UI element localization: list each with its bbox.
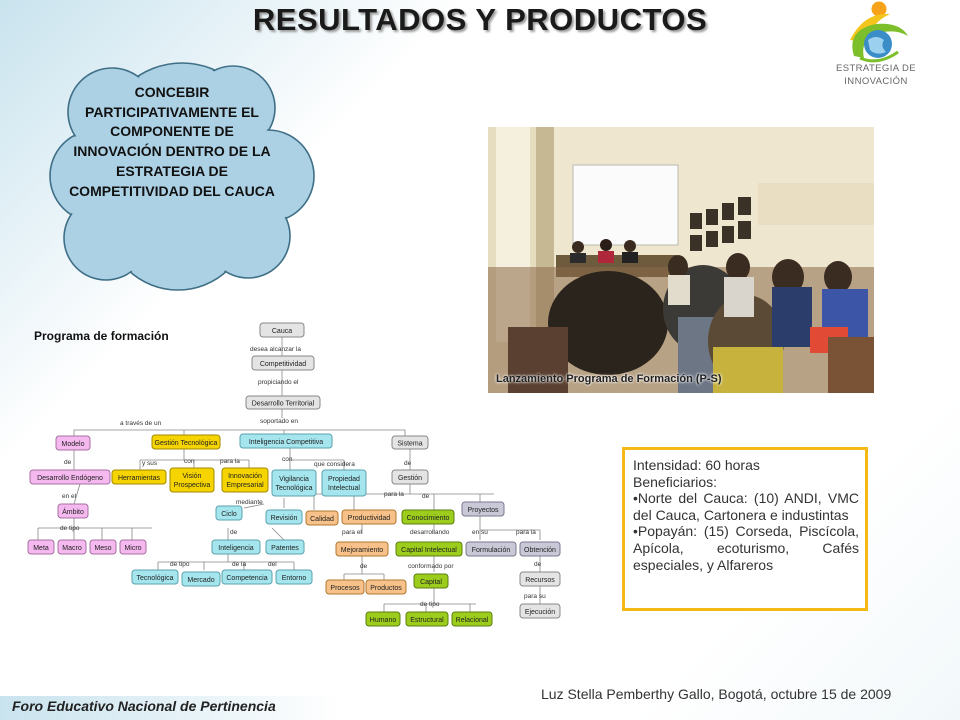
link-soportado: soportado en bbox=[260, 418, 298, 425]
node-micro: Micro bbox=[124, 545, 141, 552]
node-vision-prospectiva-2: Prospectiva bbox=[174, 482, 211, 489]
logo-caption-line1: ESTRATEGIA DE bbox=[836, 63, 916, 74]
link-enel: en el bbox=[62, 493, 77, 500]
concept-map: Cauca Competitividad Desarrollo Territor… bbox=[27, 322, 561, 627]
node-propiedad-intelectual-1: Propiedad bbox=[328, 476, 360, 483]
link-de-5: de bbox=[360, 563, 368, 570]
info-beneficiaries-label: Beneficiarios: bbox=[633, 473, 718, 490]
node-desarrollo-endogeno: Desarrollo Endógeno bbox=[37, 475, 103, 482]
node-proyectos: Proyectos bbox=[467, 507, 499, 514]
link-paralas: para la bbox=[220, 458, 240, 465]
link-detipo-2: de tipo bbox=[170, 561, 190, 568]
node-modelo: Modelo bbox=[62, 441, 85, 448]
node-calidad: Calidad bbox=[310, 516, 334, 523]
node-productos: Productos bbox=[370, 585, 402, 592]
node-desarrollo-territorial: Desarrollo Territorial bbox=[252, 401, 315, 408]
event-photo-illustration bbox=[488, 127, 874, 393]
node-procesos: Procesos bbox=[330, 585, 360, 592]
link-desea: desea alcanzar la bbox=[250, 346, 301, 353]
node-vigilancia-tecnologica-2: Tecnológica bbox=[276, 485, 313, 492]
link-con-2: con bbox=[282, 456, 293, 463]
node-vigilancia-tecnologica-1: Vigilancia bbox=[279, 476, 309, 483]
logo-caption-line2: INNOVACIÓN bbox=[844, 76, 908, 87]
node-obtencion: Obtención bbox=[524, 547, 556, 554]
node-innovacion-empresarial-2: Empresarial bbox=[226, 482, 264, 489]
node-tecnologica: Tecnológica bbox=[137, 575, 174, 582]
node-competencia: Competencia bbox=[226, 575, 267, 582]
node-ambito: Ámbito bbox=[62, 507, 84, 516]
node-innovacion-empresarial-1: Innovación bbox=[228, 473, 262, 480]
link-de-2: de bbox=[404, 460, 412, 467]
link-desarrollando: desarrollando bbox=[410, 529, 450, 536]
concept-map-nodes: Cauca Competitividad Desarrollo Territor… bbox=[27, 322, 561, 627]
program-info-box: Intensidad: 60 horas Beneficiarios: •Nor… bbox=[622, 447, 868, 611]
info-bullet-popayan: •Popayán: (15) Corseda, Piscícola, Apíco… bbox=[633, 523, 859, 573]
node-meso: Meso bbox=[94, 545, 111, 552]
footer-author-date: Luz Stella Pemberthy Gallo, Bogotá, octu… bbox=[541, 686, 892, 702]
objective-cloud bbox=[49, 62, 315, 291]
info-bullet-norte: •Norte del Cauca: (10) ANDI, VMC del Cau… bbox=[633, 490, 859, 523]
node-conocimiento: Conocimiento bbox=[407, 515, 450, 522]
node-meta: Meta bbox=[33, 545, 49, 552]
node-cauca: Cauca bbox=[272, 328, 292, 335]
node-mejoramiento: Mejoramiento bbox=[341, 547, 384, 554]
link-con-1: con bbox=[184, 458, 195, 465]
link-detipo-3: de tipo bbox=[420, 601, 440, 608]
photo-caption: Lanzamiento Programa de Formación (P-S) bbox=[496, 373, 722, 385]
node-relacional: Relacional bbox=[456, 617, 489, 624]
link-del: del bbox=[268, 561, 277, 568]
node-gestion: Gestión bbox=[398, 475, 422, 482]
section-label: Programa de formación bbox=[34, 329, 169, 343]
node-humano: Humano bbox=[370, 617, 397, 624]
link-atraves: a través de un bbox=[120, 420, 162, 427]
link-ensu: en su bbox=[472, 529, 488, 536]
node-ejecucion: Ejecución bbox=[525, 609, 555, 616]
link-de-6: de bbox=[534, 561, 542, 568]
link-queconsidera: que considera bbox=[314, 461, 355, 468]
concept-map-link-labels: desea alcanzar la propiciando el a travé… bbox=[60, 346, 546, 608]
link-ysus: y sus bbox=[142, 460, 158, 467]
footer-band bbox=[0, 696, 340, 720]
node-formulacion: Formulación bbox=[472, 547, 511, 554]
node-competitividad: Competitividad bbox=[260, 361, 306, 368]
node-ciclo: Ciclo bbox=[221, 511, 237, 518]
cloud-text: CONCEBIR PARTICIPATIVAMENTE EL COMPONENT… bbox=[69, 84, 275, 199]
link-paralas-3: para la bbox=[516, 529, 536, 536]
node-productividad: Productividad bbox=[348, 515, 391, 522]
link-de-4: de bbox=[230, 529, 238, 536]
node-macro: Macro bbox=[62, 545, 82, 552]
node-herramientas: Herramientas bbox=[118, 475, 161, 482]
node-patentes: Patentes bbox=[271, 545, 299, 552]
node-vision-prospectiva-1: Visión bbox=[183, 473, 202, 480]
node-inteligencia: Inteligencia bbox=[218, 545, 254, 552]
link-detipo-1: de tipo bbox=[60, 525, 80, 532]
node-inteligencia-competitiva: Inteligencia Competitiva bbox=[249, 439, 323, 446]
link-de-1: de bbox=[64, 459, 72, 466]
node-mercado: Mercado bbox=[187, 577, 214, 584]
link-propiciando: propiciando el bbox=[258, 379, 299, 386]
concept-map-connectors bbox=[37, 337, 541, 612]
node-recursos: Recursos bbox=[525, 577, 555, 584]
link-mediante: mediante bbox=[236, 499, 263, 506]
link-de-3: de bbox=[422, 493, 430, 500]
link-paralas-2: para la bbox=[384, 491, 404, 498]
node-capital: Capital bbox=[420, 579, 442, 586]
node-revision: Revisión bbox=[271, 515, 298, 522]
link-conformado: conformado por bbox=[408, 563, 454, 570]
link-paraelo: para el bbox=[342, 529, 362, 536]
node-sistema: Sistema bbox=[397, 441, 422, 448]
info-intensity: Intensidad: 60 horas bbox=[633, 457, 760, 473]
innovation-strategy-logo bbox=[850, 1, 908, 63]
node-gestion-tecnologica: Gestión Tecnológica bbox=[155, 440, 218, 447]
node-propiedad-intelectual-2: Intelectual bbox=[328, 485, 360, 492]
node-estructural: Estructural bbox=[410, 617, 444, 624]
event-photo bbox=[488, 127, 874, 393]
link-delas: de la bbox=[232, 561, 246, 568]
slide-title: RESULTADOS Y PRODUCTOS bbox=[252, 2, 708, 37]
logo-caption: ESTRATEGIA DE INNOVACIÓN bbox=[820, 62, 932, 88]
node-capital-intelectual: Capital Intelectual bbox=[401, 547, 457, 554]
link-paralas-4: para su bbox=[524, 593, 546, 600]
node-entorno: Entorno bbox=[282, 575, 307, 582]
footer-event-name: Foro Educativo Nacional de Pertinencia bbox=[12, 698, 276, 714]
